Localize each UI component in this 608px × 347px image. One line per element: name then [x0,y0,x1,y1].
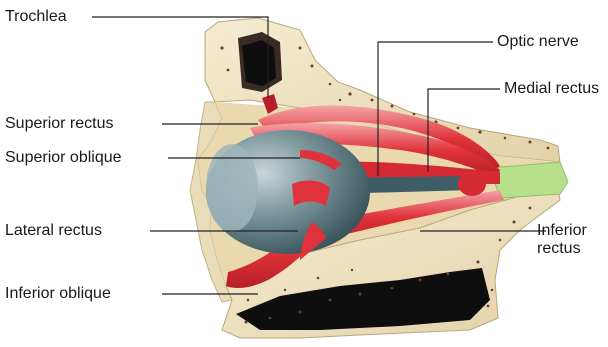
label-lateral-rectus: Lateral rectus [5,222,102,240]
eyeball-front [206,144,258,232]
label-superior-rectus: Superior rectus [5,115,114,133]
label-medial-rectus: Medial rectus [504,80,599,98]
label-inferior-rectus-line1: Inferior [537,222,587,240]
label-superior-oblique: Superior oblique [5,149,122,167]
label-inferior-rectus-line2: rectus [537,240,581,258]
upper-cavity-inner [242,40,276,86]
label-trochlea: Trochlea [5,8,67,26]
label-inferior-oblique: Inferior oblique [5,285,111,303]
optic-nerve-apex [490,162,568,198]
label-optic-nerve: Optic nerve [497,33,579,51]
annulus-of-zinn [458,172,486,196]
